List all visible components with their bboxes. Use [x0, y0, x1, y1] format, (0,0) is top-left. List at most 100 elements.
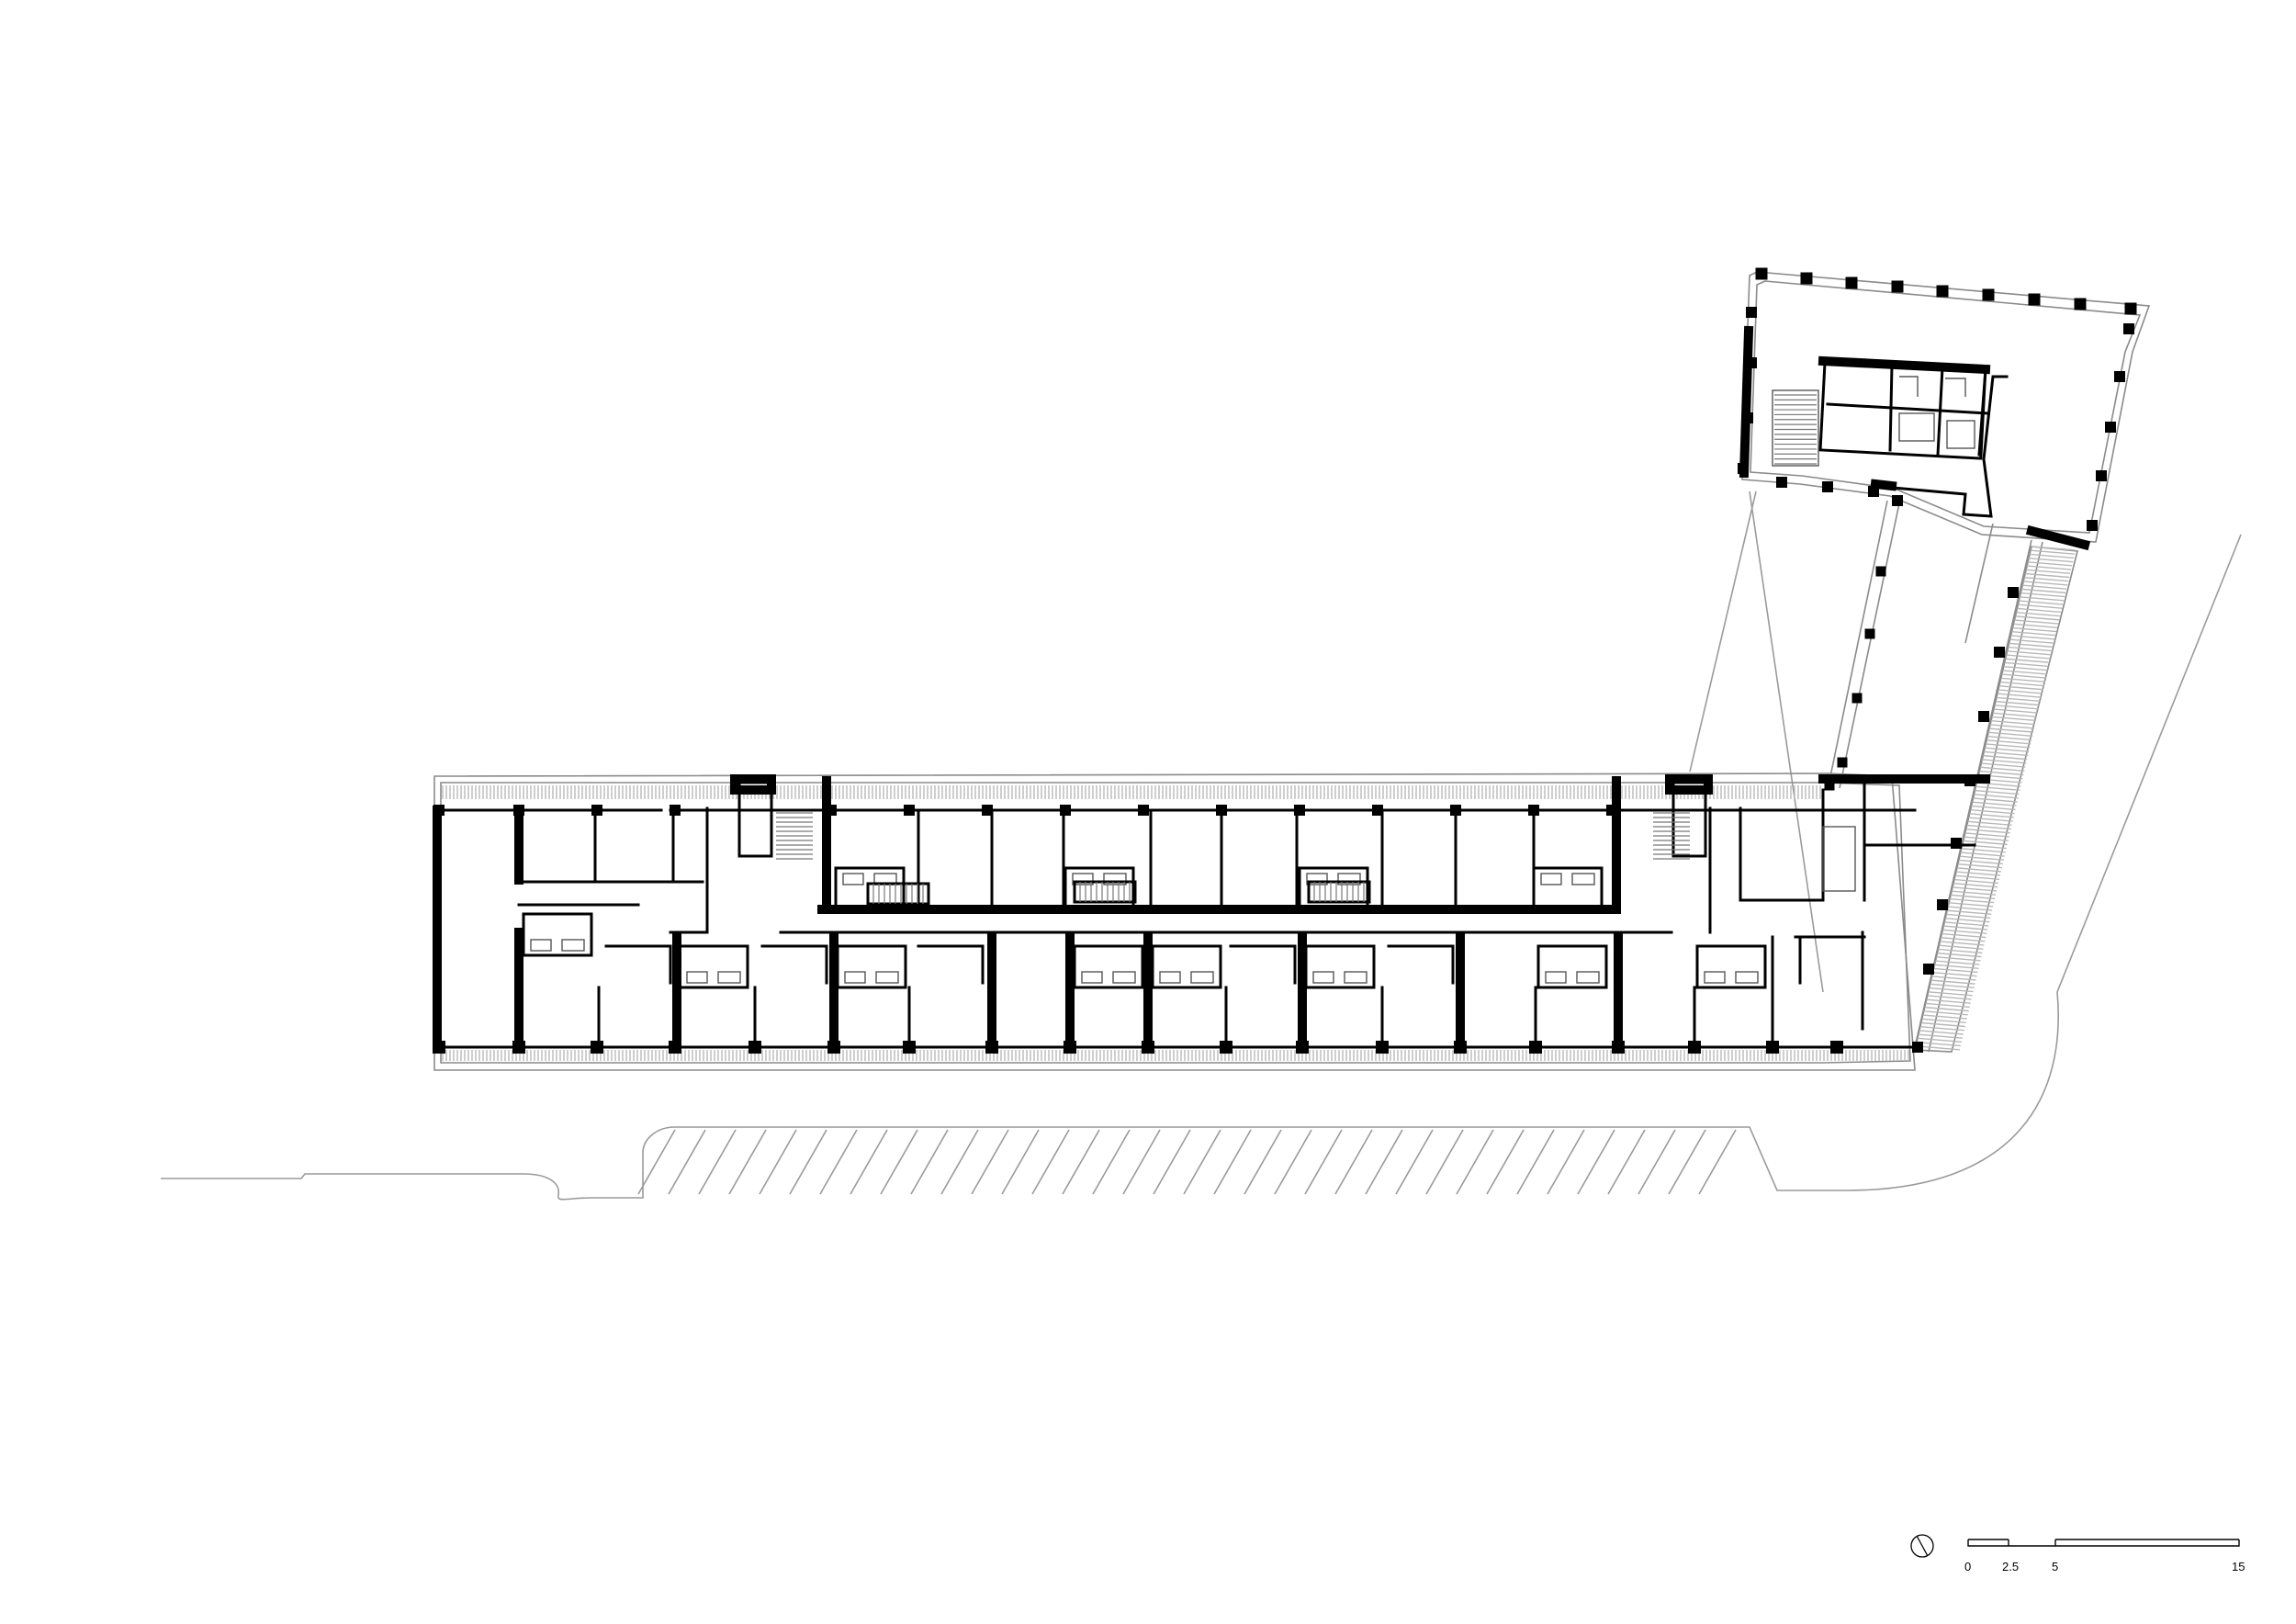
balcony-hatch [1979, 770, 2024, 776]
diagonal-balcony [1914, 546, 2079, 1053]
parking-stall-line [789, 1129, 827, 1195]
balcony-hatch [1927, 995, 1972, 1000]
bathroom-fixture [561, 939, 585, 952]
balcony-hatch [1956, 867, 2001, 873]
balcony-hatch [2007, 650, 2052, 656]
parking-stall-line [850, 1129, 888, 1195]
column [1982, 288, 1995, 301]
parking-stall-line [668, 1129, 706, 1195]
balcony-hatch [1989, 727, 2034, 733]
column [433, 1041, 445, 1054]
balcony-hatch [1926, 998, 1971, 1004]
parking-stall-line [728, 1129, 767, 1195]
parking-stall-line [1668, 1129, 1706, 1195]
wardrobe [866, 882, 930, 906]
column [1528, 805, 1539, 816]
column [1994, 647, 2005, 658]
column [1937, 899, 1948, 910]
balcony-hatch [1941, 937, 1986, 942]
column [1294, 805, 1305, 816]
column [982, 805, 993, 816]
balcony-hatch [1964, 832, 2009, 838]
column [1822, 481, 1833, 492]
column [1951, 838, 1962, 849]
balcony-hatch [2005, 658, 2050, 663]
parking-stall-line [971, 1129, 1009, 1195]
balcony-hatch [2012, 626, 2057, 633]
parking-stall-line [637, 1129, 676, 1195]
column [1837, 757, 1848, 768]
parking-stall-line [1425, 1129, 1464, 1195]
stair-core-east [1653, 774, 1742, 934]
column [748, 1041, 761, 1054]
balcony-hatch [1934, 964, 1979, 969]
balcony-hatch [1928, 991, 1973, 997]
column [591, 1041, 603, 1054]
column [1738, 463, 1749, 474]
parking-stalls [637, 1129, 1737, 1195]
bathroom-fixture [1112, 971, 1136, 984]
balcony-hatch [2008, 646, 2053, 652]
balcony-hatch [1938, 948, 1983, 954]
bathroom-fixture [530, 939, 552, 952]
balcony-hatch [2018, 603, 2063, 609]
column [2123, 323, 2134, 334]
column [1060, 805, 1071, 816]
balcony-hatch [2026, 569, 2071, 574]
balcony-hatch [1930, 979, 1975, 985]
column [1529, 1041, 1542, 1054]
scale-tick-0: 0 [1964, 1560, 1971, 1573]
column [904, 805, 915, 816]
balcony-hatch [2019, 600, 2064, 605]
column [2087, 520, 2098, 531]
balcony-hatch [1940, 941, 1985, 946]
balcony-hatch [2009, 642, 2054, 648]
column [1142, 1041, 1154, 1054]
balcony-hatch [2010, 635, 2055, 640]
bathroom-fixture [1540, 873, 1562, 885]
balcony-hatch [1951, 890, 1997, 896]
column [1936, 285, 1949, 298]
bathroom-pod [1151, 944, 1222, 989]
balcony-hatch [1999, 681, 2044, 687]
parking-stall-line [1062, 1129, 1100, 1195]
column [1742, 412, 1753, 423]
column [591, 805, 602, 816]
balcony-hatch [1991, 716, 2037, 722]
balcony-hatch [2029, 557, 2074, 563]
column [1868, 486, 1879, 497]
column [2008, 587, 2019, 598]
column [1755, 267, 1768, 280]
parking-stall-line [819, 1129, 858, 1195]
balcony-hatch [2014, 619, 2059, 625]
structural-columns [433, 267, 2137, 1054]
balcony-hatch [2001, 673, 2046, 679]
balcony-hatch [1957, 863, 2002, 869]
column [2074, 298, 2087, 310]
column [512, 1041, 525, 1054]
parking-stall-line [1274, 1129, 1312, 1195]
parking-stall-line [1122, 1129, 1161, 1195]
column [1830, 1041, 1843, 1054]
stair-core-west [705, 774, 813, 934]
column [1912, 1042, 1923, 1053]
balcony-hatch [1941, 932, 1986, 939]
bathroom-fixture [1576, 971, 1600, 984]
balcony-hatch [2009, 638, 2054, 644]
balcony-hatch [1973, 797, 2018, 803]
column [2114, 371, 2125, 382]
bathroom-fixture [717, 971, 741, 984]
balcony-hatch [1935, 960, 1980, 965]
scale-bar: 0 2.5 5 15 [1964, 1539, 2245, 1573]
bathroom-fixture [1735, 971, 1759, 984]
balcony-hatch [1933, 967, 1978, 974]
balcony-hatch [2020, 596, 2065, 602]
parking-stall-line [1698, 1129, 1737, 1195]
balcony-hatch [2021, 588, 2066, 594]
column [1851, 693, 1863, 704]
bathroom-fixture [1081, 971, 1103, 984]
parking-stall-line [1334, 1129, 1373, 1195]
bathroom-pod [1695, 944, 1767, 989]
balcony-hatch [1945, 917, 1990, 923]
